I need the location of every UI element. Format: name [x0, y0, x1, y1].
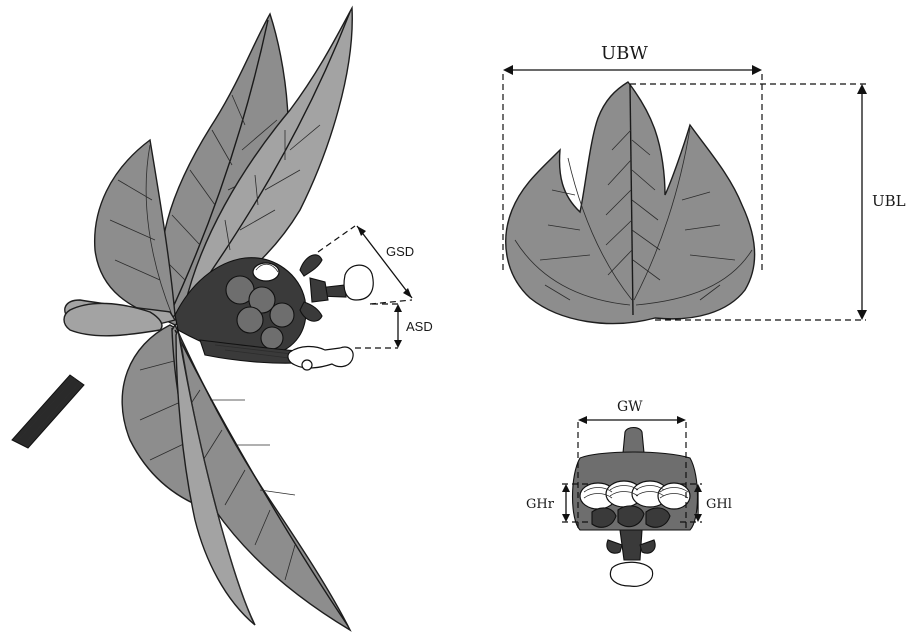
ghl-label: GHl	[706, 497, 732, 512]
bract-view: UBW UBL	[503, 43, 906, 324]
plant-side-view: GSD ASD	[12, 8, 433, 630]
ubw-label: UBW	[601, 43, 648, 64]
asd-measure	[355, 304, 402, 348]
gynostegium-view: GW GHr GHl	[526, 399, 732, 586]
lower-appendage	[288, 346, 353, 370]
upper-corona	[300, 255, 373, 321]
striped-ring	[580, 481, 690, 509]
lower-pollen-sac	[610, 562, 652, 586]
left-leaf	[95, 140, 175, 320]
ghr-label: GHr	[526, 497, 555, 512]
gsd-label: GSD	[386, 244, 414, 259]
ubl-label: UBL	[872, 192, 906, 210]
stem	[12, 375, 84, 448]
gw-label: GW	[617, 399, 643, 415]
asd-label: ASD	[406, 319, 433, 334]
upper-pollen-sac	[344, 265, 373, 300]
